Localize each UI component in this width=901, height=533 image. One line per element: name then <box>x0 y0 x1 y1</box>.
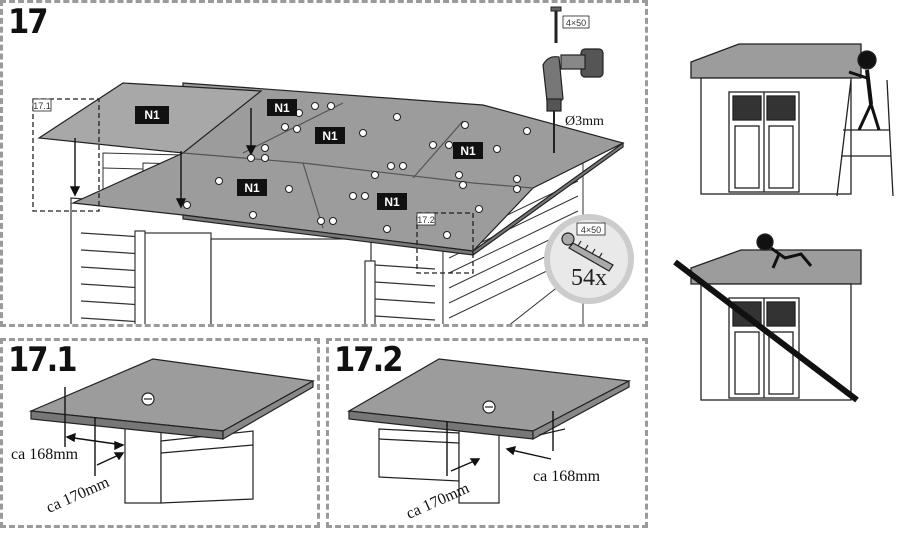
screw-icon <box>561 232 614 272</box>
panel-tag-text: N1 <box>244 181 260 195</box>
screw-quantity-badge: 4×50 54x <box>544 214 634 304</box>
panel-tag <box>237 179 267 196</box>
dimension-label-a: ca 168mm <box>11 446 79 463</box>
screw-count: 54x <box>571 265 607 291</box>
dimension-lines <box>64 387 125 476</box>
step-number: 17 <box>5 5 50 39</box>
panel-tag <box>453 142 483 159</box>
panel-tag-text: N1 <box>460 144 476 158</box>
panel-tag-text: N1 <box>274 101 290 115</box>
dimension-label-a: ca 168mm <box>533 468 601 485</box>
dimension-lines <box>446 411 554 476</box>
post <box>458 422 500 504</box>
drill-icon <box>542 48 604 153</box>
side-figures <box>673 43 894 403</box>
panel-tag <box>267 99 297 116</box>
screw-badge-size: 4×50 <box>581 225 601 235</box>
main-step-panel: 17 <box>0 0 648 327</box>
callout-ref-right: 17.2 <box>417 215 435 225</box>
detail-right-illustration: ca 168mm ca 170mm <box>347 358 632 523</box>
screw-size-label: 4×50 <box>566 18 586 28</box>
panel-tag <box>377 193 407 210</box>
panel-tag-text: N1 <box>384 195 400 209</box>
detail-panel-right: 17.2 ca 168mm ca 170mm <box>326 338 648 528</box>
roof-assembly-illustration: N1 N1 N1 N1 N1 N1 17.1 17.2 <box>32 6 634 324</box>
placement-arrows <box>69 108 257 209</box>
detail-callouts <box>32 98 474 274</box>
panel-tag-text: N1 <box>144 108 160 122</box>
screw-icon <box>550 6 562 43</box>
detail-left-illustration: ca 168mm ca 170mm <box>11 358 315 517</box>
dimension-label-b: ca 170mm <box>44 474 113 517</box>
panel-labels: N1 N1 N1 N1 N1 N1 <box>135 99 483 210</box>
step-number: 17.1 <box>5 343 79 377</box>
panel-tag <box>135 106 169 124</box>
prohibited-slash-icon <box>673 259 859 403</box>
detail-panel-left: 17.1 ca 168mm ca 170mm <box>0 338 320 528</box>
panel-tag-text: N1 <box>322 129 338 143</box>
callout-ref-left: 17.1 <box>33 101 51 111</box>
incorrect-method-figure <box>690 233 862 401</box>
panel-tag <box>315 127 345 144</box>
step-number: 17.2 <box>331 343 405 377</box>
drill-bit-label: Ø3mm <box>565 114 604 129</box>
beam <box>160 430 254 504</box>
post <box>124 422 162 504</box>
correct-method-figure <box>690 43 894 197</box>
screw-marks <box>183 102 531 239</box>
